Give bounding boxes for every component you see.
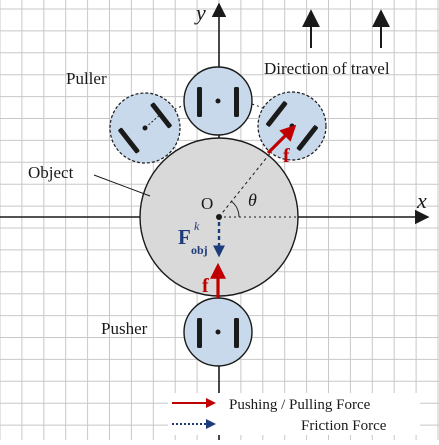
origin-label: O — [201, 194, 213, 213]
direction-label: Direction of travel — [264, 59, 390, 78]
robot-top-center — [183, 66, 253, 136]
angle-arc — [230, 200, 240, 218]
pull-force-arrow — [266, 124, 297, 155]
angle-label: θ — [248, 190, 257, 210]
force-subscript: obj — [191, 243, 208, 257]
robot-right — [257, 91, 327, 161]
robot-pusher — [183, 297, 253, 367]
y-axis-label: y — [194, 0, 206, 25]
x-axis-label: x — [416, 188, 427, 213]
legend: Pushing / Pulling Force Friction Force — [168, 393, 420, 435]
puller-label: Puller — [66, 69, 107, 88]
legend-friction-label: Friction Force — [301, 418, 387, 434]
pusher-label: Pusher — [101, 319, 148, 338]
legend-push-pull-label: Pushing / Pulling Force — [229, 397, 371, 413]
friction-symbol-right: f — [283, 145, 290, 167]
object-leader-line — [93, 174, 151, 197]
object-label: Object — [28, 163, 74, 182]
object-force-label: F — [178, 225, 191, 249]
friction-symbol-bottom: f — [202, 275, 209, 297]
force-superscript: k — [194, 219, 200, 233]
robot-puller — [109, 92, 181, 164]
force-main-symbol: F — [178, 225, 191, 249]
